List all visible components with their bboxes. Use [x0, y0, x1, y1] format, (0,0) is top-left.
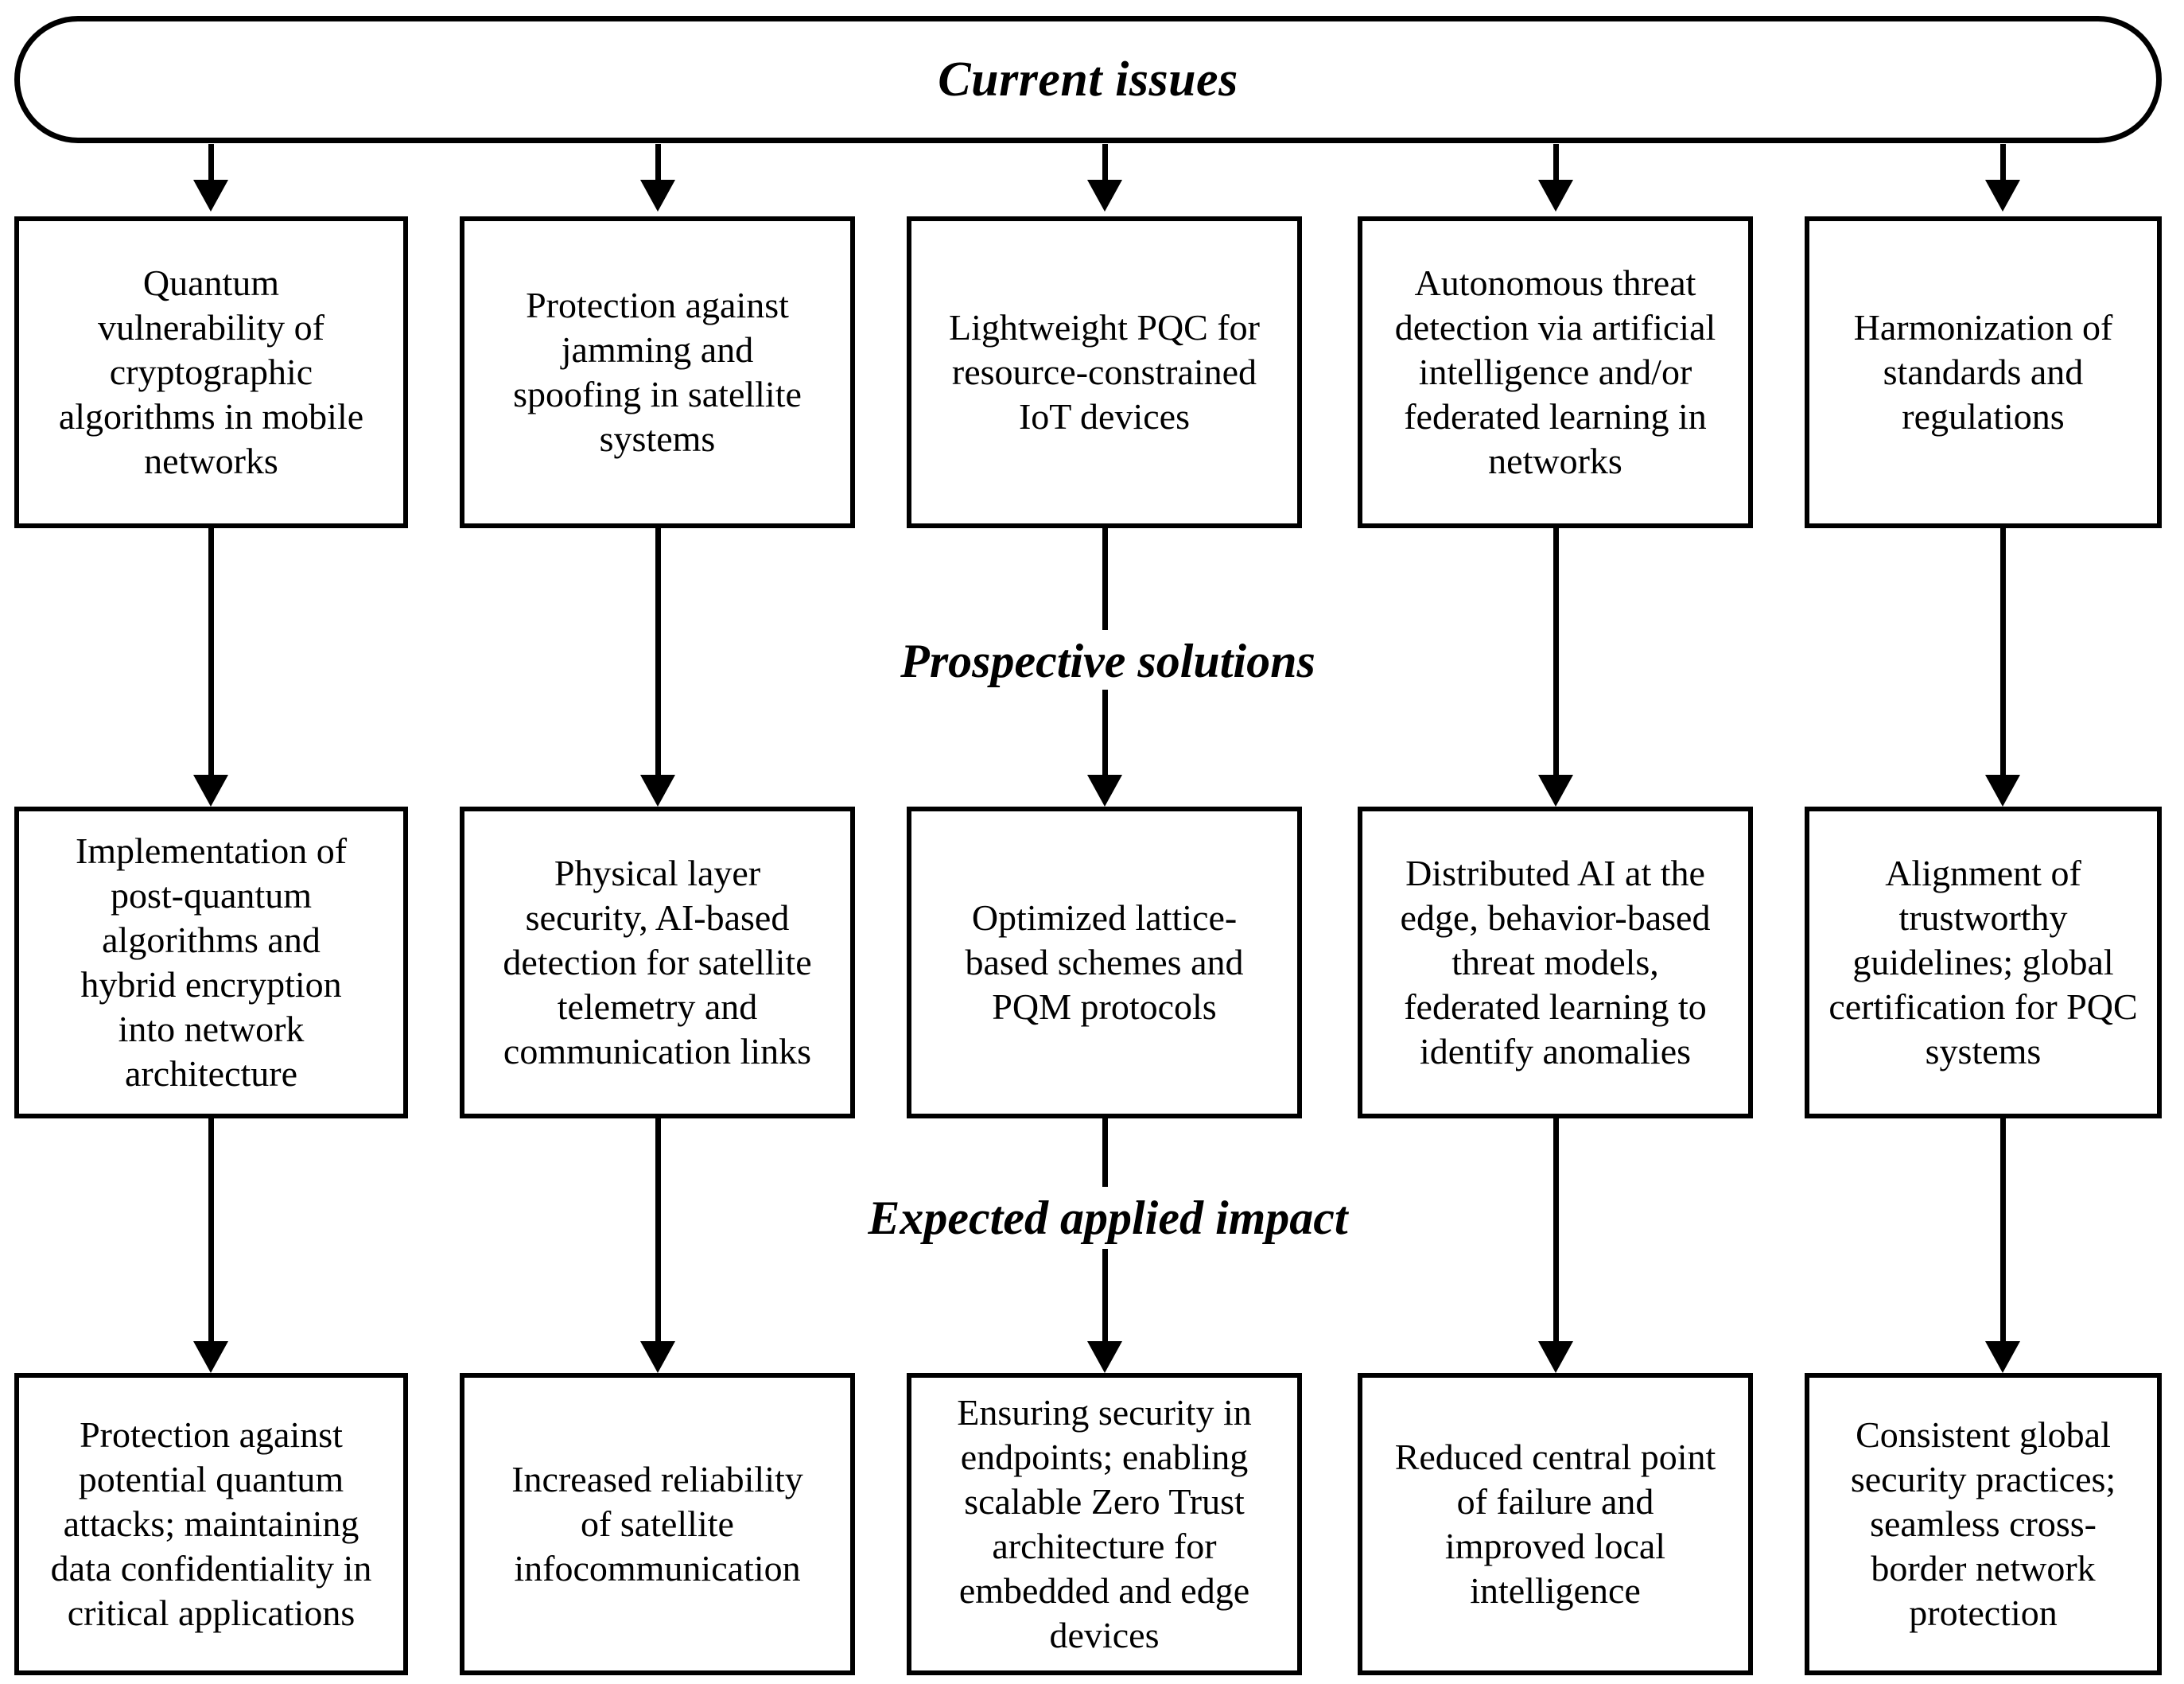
issue-box-2-text: Protection against jamming and spoofing … — [513, 284, 802, 460]
solution-box-4-text: Distributed AI at the edge, behavior-bas… — [1400, 852, 1711, 1072]
stage-label-expected-applied-impact: Expected applied impact — [847, 1189, 1369, 1246]
impact-box-4-text: Reduced central point of failure and imp… — [1394, 1436, 1716, 1612]
solution-box-5-text: Alignment of trustworthy guidelines; glo… — [1828, 852, 2138, 1072]
solution-box-2-text: Physical layer security, AI-based detect… — [503, 852, 812, 1072]
arrow-solution-3-to-impact-3-upper — [1102, 1118, 1108, 1187]
solution-box-5[interactable]: Alignment of trustworthy guidelines; glo… — [1805, 807, 2162, 1118]
issue-box-3[interactable]: Lightweight PQC for resource-constrained… — [907, 216, 1302, 528]
impact-box-1[interactable]: Protection against potential quantum att… — [14, 1373, 408, 1675]
impact-box-5[interactable]: Consistent global security practices; se… — [1805, 1373, 2162, 1675]
arrow-issue-3-to-solution-3-upper — [1102, 528, 1108, 630]
issue-box-1[interactable]: Quantum vulnerability of cryptographic a… — [14, 216, 408, 528]
issue-box-2[interactable]: Protection against jamming and spoofing … — [460, 216, 855, 528]
impact-box-3[interactable]: Ensuring security in endpoints; enabling… — [907, 1373, 1302, 1675]
solution-box-1-text: Implementation of post-quantum algorithm… — [75, 830, 348, 1095]
impact-box-5-text: Consistent global security practices; se… — [1850, 1414, 2116, 1634]
current-issues-banner-label: Current issues — [938, 53, 1238, 107]
issue-box-4[interactable]: Autonomous threat detection via artifici… — [1358, 216, 1753, 528]
current-issues-banner: Current issues — [14, 16, 2162, 143]
issue-box-5[interactable]: Harmonization of standards and regulatio… — [1805, 216, 2162, 528]
issue-box-5-text: Harmonization of standards and regulatio… — [1853, 306, 2113, 438]
solution-box-3-text: Optimized lattice- based schemes and PQM… — [965, 896, 1244, 1028]
impact-box-4[interactable]: Reduced central point of failure and imp… — [1358, 1373, 1753, 1675]
issue-box-1-text: Quantum vulnerability of cryptographic a… — [58, 262, 364, 482]
impact-box-3-text: Ensuring security in endpoints; enabling… — [957, 1391, 1252, 1656]
solution-box-3[interactable]: Optimized lattice- based schemes and PQM… — [907, 807, 1302, 1118]
issue-box-4-text: Autonomous threat detection via artifici… — [1394, 262, 1716, 482]
impact-box-2[interactable]: Increased reliability of satellite infoc… — [460, 1373, 855, 1675]
solution-box-1[interactable]: Implementation of post-quantum algorithm… — [14, 807, 408, 1118]
solution-box-2[interactable]: Physical layer security, AI-based detect… — [460, 807, 855, 1118]
issue-box-3-text: Lightweight PQC for resource-constrained… — [949, 306, 1260, 438]
solution-box-4[interactable]: Distributed AI at the edge, behavior-bas… — [1358, 807, 1753, 1118]
impact-box-2-text: Increased reliability of satellite infoc… — [511, 1458, 803, 1589]
stage-label-prospective-solutions: Prospective solutions — [880, 632, 1336, 690]
impact-box-1-text: Protection against potential quantum att… — [50, 1414, 372, 1634]
